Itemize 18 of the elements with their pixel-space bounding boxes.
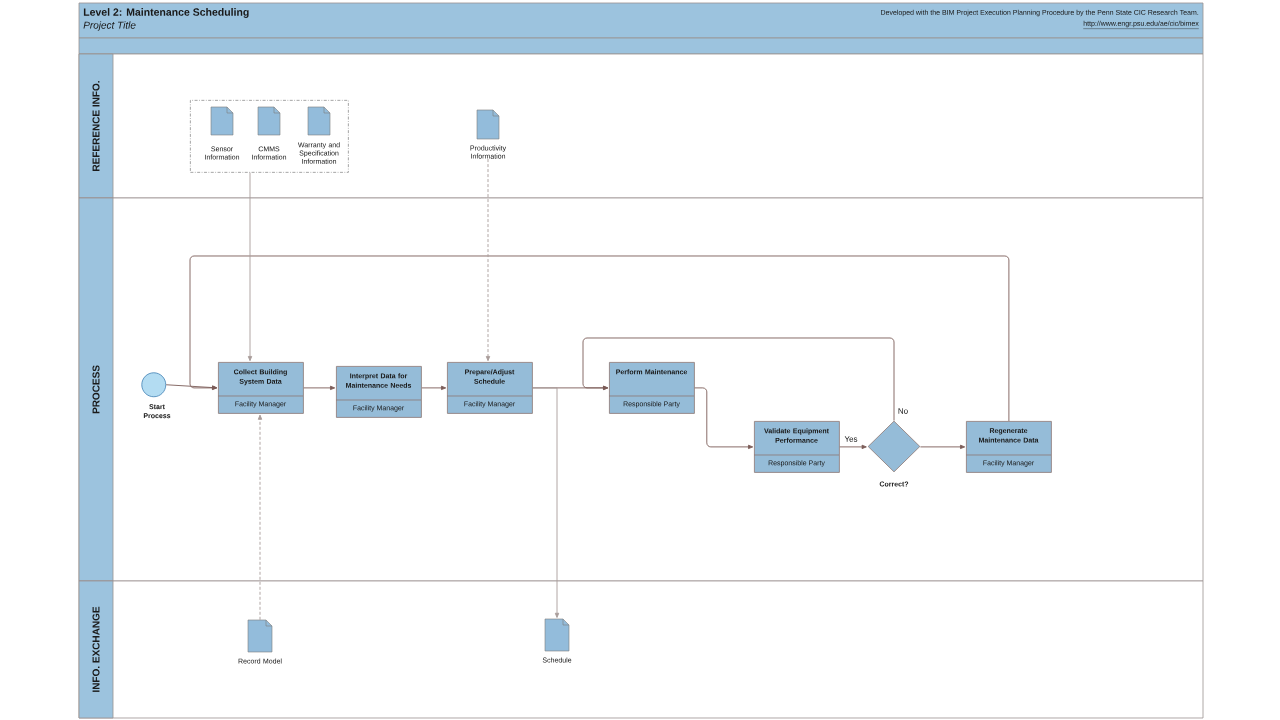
group-box <box>190 100 349 173</box>
arrow <box>694 387 754 450</box>
arrow <box>485 158 491 362</box>
edge-label: No <box>896 407 910 415</box>
arrow <box>247 172 253 362</box>
arrow <box>582 337 895 422</box>
arrow <box>532 387 560 618</box>
arrow <box>839 444 867 450</box>
lane-label: REFERENCE INFO. <box>78 53 114 199</box>
arrow <box>303 385 336 391</box>
arrow <box>257 414 263 621</box>
arrow <box>189 255 1010 422</box>
edge-label: Yes <box>843 435 859 443</box>
subtitle: Project Title <box>83 21 136 31</box>
arrow <box>421 385 447 391</box>
title: Level 2: Maintenance Scheduling <box>83 8 249 18</box>
lane-label: INFO. EXCHANGE <box>78 580 114 719</box>
arrow <box>919 444 966 450</box>
